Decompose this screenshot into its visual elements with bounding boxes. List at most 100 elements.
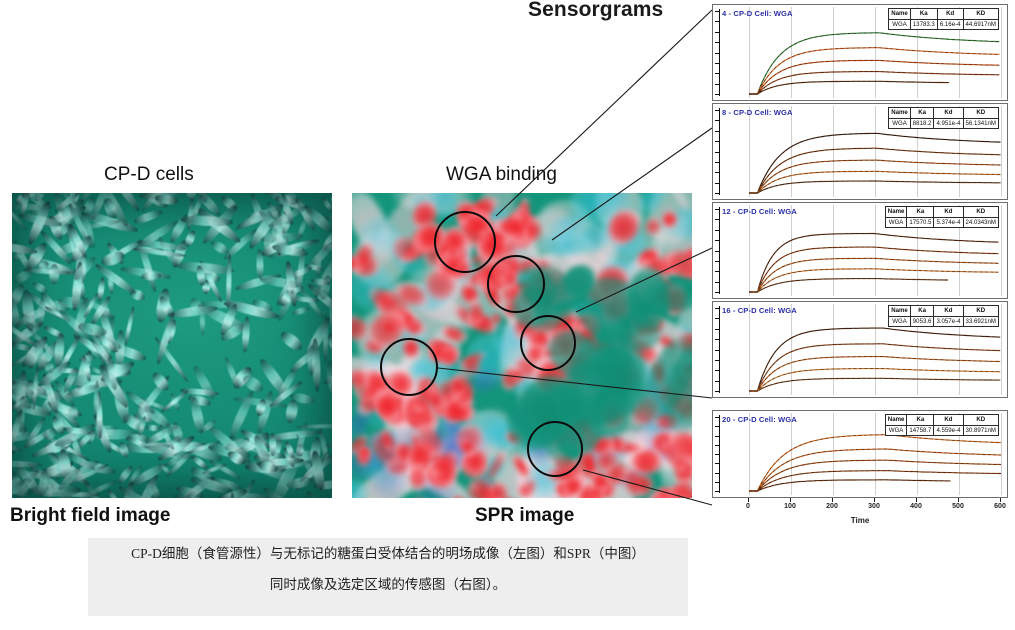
roi-circle-20[interactable] (527, 421, 583, 477)
roi-circle-8[interactable] (487, 255, 545, 313)
y-axis-tick (715, 193, 720, 194)
x-axis-tick-mark (1000, 498, 1001, 502)
sensorgram-fit-overlay (749, 278, 949, 293)
sensorgram-curve (749, 71, 1000, 95)
y-axis-tick (715, 271, 720, 273)
table-cell: 44.6917nM (962, 18, 999, 31)
table-cell: WGA (888, 315, 911, 328)
plot-gridline (749, 413, 750, 495)
y-axis-tick (715, 281, 720, 283)
sensorgram-curve (749, 147, 1001, 194)
table-header-cell: KD (962, 414, 999, 426)
roi-circle-12[interactable] (520, 315, 576, 371)
x-axis-tick-mark (790, 498, 791, 502)
table-header-cell: Kd (933, 206, 964, 218)
sensorgram-fit-overlay (749, 268, 999, 293)
sensorgram-curves (749, 434, 1002, 492)
y-axis-tick (715, 308, 720, 309)
y-axis-tick (715, 260, 720, 262)
plot-gridline (833, 106, 834, 197)
sensorgram-fit-overlay (749, 327, 1001, 392)
table-header-cell: Ka (909, 107, 935, 119)
x-axis-title: Time (850, 516, 870, 525)
x-axis-tick-label: 400 (910, 503, 922, 510)
table-cell: 5.374e-4 (933, 216, 964, 229)
y-axis-tick (715, 110, 720, 111)
sensorgram-fit-overlay (749, 434, 1002, 492)
plot-gridline (1001, 304, 1002, 395)
x-axis-tick-mark (874, 498, 875, 502)
table-cell: 13783.3 (909, 18, 938, 31)
y-axis-tick (715, 391, 720, 392)
y-axis-tick (715, 380, 720, 382)
y-axis-tick (715, 328, 720, 330)
roi-circle-4[interactable] (434, 211, 496, 273)
sensorgram-curve (749, 470, 1001, 492)
table-header-cell: Name (888, 8, 911, 20)
sensorgram-fit-overlay (749, 32, 1000, 95)
table-cell: 17570.5 (906, 216, 935, 229)
sensorgram-curve (749, 246, 999, 293)
y-axis-tick (715, 172, 720, 174)
sensorgram-fit-overlay (749, 132, 1001, 194)
figure-caption: CP-D细胞（食管源性）与无标记的糖蛋白受体结合的明场成像（左图）和SPR（中图… (88, 538, 688, 616)
table-header-cell: KD (962, 206, 999, 218)
caption-line-2: 同时成像及选定区域的传感图（右图）。 (269, 577, 507, 592)
sensorgram-curves (749, 232, 999, 293)
sensorgram-curves (749, 132, 1001, 194)
sensorgram-fit-overlay (749, 233, 999, 293)
label-bright-field-image: Bright field image (10, 505, 171, 526)
y-axis-tick (715, 151, 720, 153)
label-wga-binding: WGA binding (446, 164, 557, 185)
sensorgram-curve (749, 479, 951, 492)
table-header-cell: Kd (933, 107, 964, 119)
y-axis-tick (715, 481, 720, 483)
plot-gridline (749, 304, 750, 395)
sensorgram-fit-overlay (749, 171, 1001, 194)
plot-gridline (917, 7, 918, 98)
panel-title: 12 - CP-D Cell: WGA (722, 207, 797, 216)
y-axis-tick (715, 318, 720, 320)
table-header-cell: KD (962, 107, 999, 119)
x-axis-tick-label: 0 (746, 503, 750, 510)
y-axis-tick (715, 444, 720, 446)
panel-title: 20 - CP-D Cell: WGA (722, 415, 797, 424)
y-axis-tick (715, 141, 720, 143)
sensorgram-fit-overlay (749, 378, 1001, 392)
table-header-cell: KD (962, 305, 999, 317)
table-header-cell: Name (888, 107, 911, 119)
plot-gridline (959, 106, 960, 197)
sensorgram-fit-overlay (749, 448, 1002, 492)
plot-gridline (833, 7, 834, 98)
sensorgram-curve (749, 343, 1001, 392)
panel-title: 4 - CP-D Cell: WGA (722, 9, 793, 18)
plot-gridline (1001, 413, 1002, 495)
sensorgram-fit-overlay (749, 470, 1001, 492)
sensorgram-fit-overlay (749, 343, 1001, 392)
table-header-cell: Ka (909, 8, 938, 20)
plot-gridline (791, 413, 792, 495)
sensorgram-fit-overlay (749, 60, 1000, 95)
y-axis-tick (715, 130, 720, 132)
table-header-cell: Kd (933, 305, 964, 317)
y-axis-tick (715, 52, 720, 54)
table-cell: 3.057e-4 (933, 315, 964, 328)
y-axis-tick (715, 491, 720, 492)
roi-circle-16[interactable] (380, 338, 438, 396)
plot-gridline (875, 106, 876, 197)
table-cell: 9053.6 (909, 315, 935, 328)
table-header-cell: Ka (906, 414, 935, 426)
table-cell: 14758.7 (906, 424, 935, 437)
table-cell: 8818.2 (909, 117, 935, 130)
